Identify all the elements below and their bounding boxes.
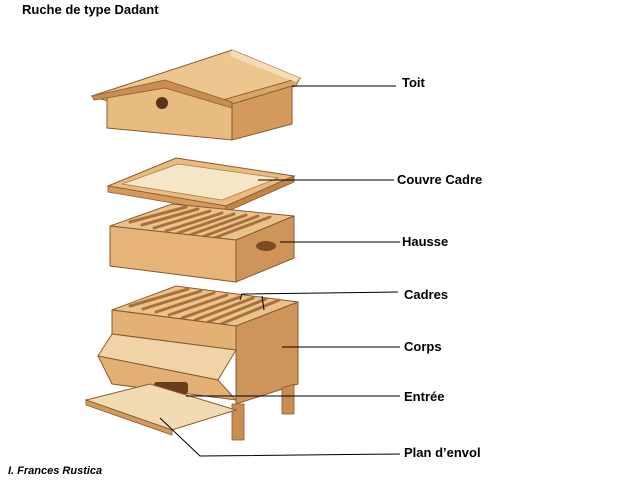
label-couvre-cadre: Couvre Cadre — [397, 172, 483, 187]
roof-part — [90, 49, 302, 141]
super-box-part — [109, 203, 295, 283]
brood-body-part — [84, 285, 299, 441]
super-handle-icon — [256, 241, 276, 251]
super-frame-slats — [128, 205, 272, 240]
illustration-credit: I. Frances Rustica — [8, 465, 103, 477]
cover-board-part — [106, 157, 296, 213]
label-toit: Toit — [402, 75, 425, 90]
label-cadres: Cadres — [404, 287, 449, 302]
label-hausse: Hausse — [402, 234, 449, 249]
leader-lines — [159, 85, 401, 457]
label-entree: Entrée — [404, 389, 445, 404]
label-plan-envol: Plan d’envol — [404, 445, 481, 460]
roof-vent-icon — [156, 97, 168, 109]
leader-cadres-2 — [261, 295, 265, 311]
diagram-title: Ruche de type Dadant — [22, 2, 159, 17]
leader-cadres-1 — [239, 291, 399, 301]
label-corps: Corps — [404, 339, 442, 354]
brood-frame-slats — [128, 287, 281, 326]
leader-plan-envol — [159, 417, 401, 457]
